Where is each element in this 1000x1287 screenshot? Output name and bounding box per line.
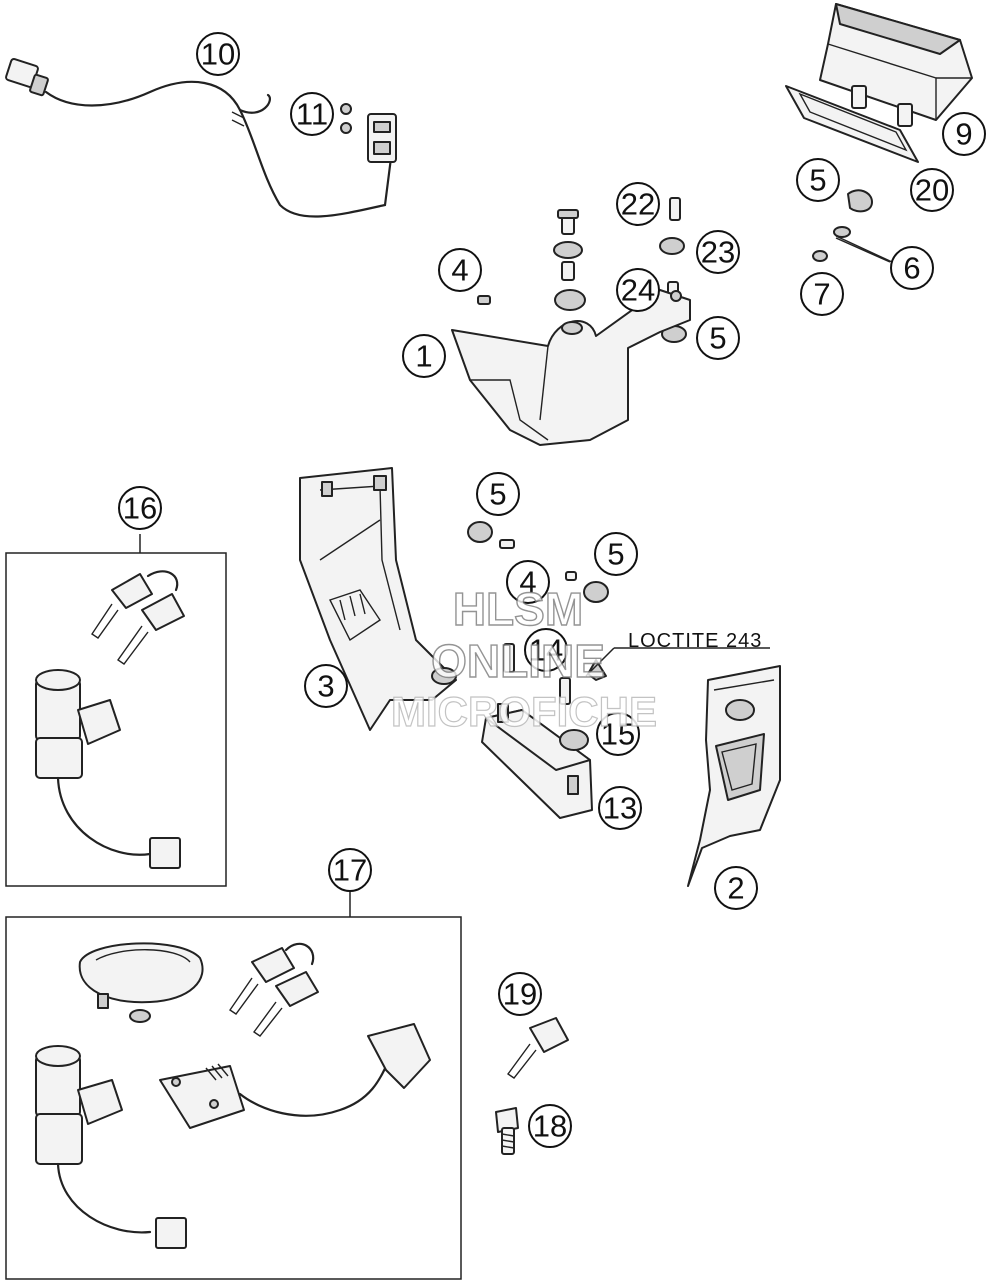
part-13-bracket: [481, 703, 593, 819]
callout-2-label: 2: [727, 871, 744, 906]
callout-6-label: 6: [903, 251, 920, 286]
part-3-side-panel: [299, 467, 457, 731]
part-11-sensor: [340, 103, 397, 163]
callout-3-label: 3: [317, 669, 334, 704]
part-middle-hardware: [467, 521, 609, 751]
callout-11-label: 11: [296, 97, 328, 132]
watermark: HLSM ONLINE MICROFICHE: [390, 582, 657, 735]
callout-18-label: 18: [533, 1109, 567, 1144]
part-hardware-top-right: [812, 189, 893, 263]
callout-5-label: 5: [607, 537, 624, 572]
callout-24: 24: [616, 268, 660, 312]
callout-5-top-right: 5: [796, 158, 840, 202]
part-16-ignition-lock-set: [5, 534, 227, 887]
callout-19: 19: [498, 972, 542, 1016]
callout-10: 10: [196, 32, 240, 76]
callout-17-label: 17: [333, 853, 367, 888]
callout-20: 20: [910, 168, 954, 212]
callout-19-label: 19: [503, 977, 537, 1012]
callout-13: 13: [598, 786, 642, 830]
callout-17: 17: [328, 848, 372, 892]
part-17-box: [5, 916, 462, 1280]
callout-23: 23: [696, 230, 740, 274]
part-17-lock-set: [5, 886, 462, 1280]
part-1-mask-carrier: [451, 289, 691, 446]
part-2-side-panel: [687, 665, 781, 887]
part-16-box: [5, 552, 227, 887]
callout-1-label: 1: [415, 339, 432, 374]
callout-3: 3: [304, 664, 348, 708]
callout-9-label: 9: [955, 117, 972, 152]
part-19-key: [507, 1017, 569, 1079]
callout-22-label: 22: [621, 187, 655, 222]
loctite-note: LOCTITE 243: [628, 630, 762, 652]
callout-6: 6: [890, 246, 934, 290]
callout-7: 7: [800, 272, 844, 316]
part-10-wiring-harness: [5, 57, 394, 218]
callout-5-label: 5: [709, 321, 726, 356]
callout-4-label: 4: [451, 253, 468, 288]
callout-15-label: 15: [601, 717, 635, 752]
callout-2: 2: [714, 866, 758, 910]
callout-24-label: 24: [621, 273, 655, 308]
part-9-instrument-cluster: [819, 3, 973, 127]
callout-13-label: 13: [603, 791, 637, 826]
callout-16-label: 16: [123, 491, 157, 526]
watermark-line-3: MICROFICHE: [391, 688, 657, 735]
callout-5-label: 5: [809, 163, 826, 198]
callout-22: 22: [616, 182, 660, 226]
callouts: 10 11 9 20 5 6 7 22 23 24 5 4 1 16 5 5 4…: [118, 32, 986, 1148]
callout-5-carrier: 5: [696, 316, 740, 360]
watermark-line-2: ONLINE: [431, 635, 605, 687]
callout-14: 14: [524, 628, 568, 672]
callout-20-label: 20: [915, 173, 949, 208]
callout-5-middle-a: 5: [476, 472, 520, 516]
callout-4-middle: 4: [506, 560, 550, 604]
leader-lines: [585, 237, 891, 677]
callout-15: 15: [596, 712, 640, 756]
callout-5-middle-b: 5: [594, 532, 638, 576]
callout-18: 18: [528, 1104, 572, 1148]
callout-4-top: 4: [438, 248, 482, 292]
callout-11: 11: [290, 92, 334, 136]
callout-9: 9: [942, 112, 986, 156]
callout-4-label: 4: [519, 565, 536, 600]
callout-1: 1: [402, 334, 446, 378]
callout-23-label: 23: [701, 235, 735, 270]
part-18-bolt: [495, 1107, 519, 1155]
part-20-gasket: [785, 85, 919, 163]
callout-10-label: 10: [201, 37, 235, 72]
callout-5-label: 5: [489, 477, 506, 512]
callout-16: 16: [118, 486, 162, 530]
watermark-line-1: HLSM: [453, 583, 583, 635]
callout-14-label: 14: [529, 633, 563, 668]
callout-7-label: 7: [813, 277, 830, 312]
part-mount-hardware: [477, 197, 687, 343]
